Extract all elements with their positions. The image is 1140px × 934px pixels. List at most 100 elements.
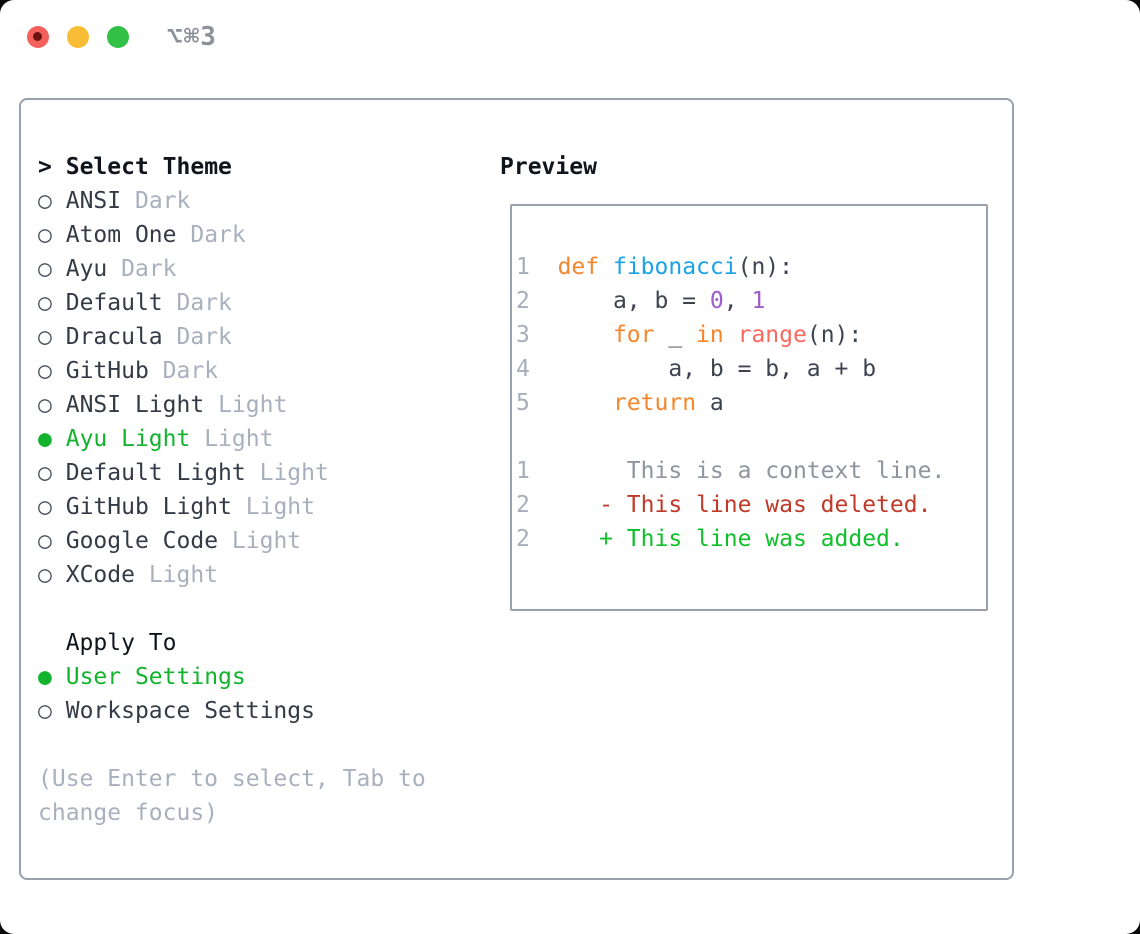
- theme-name: GitHub Light: [65, 494, 232, 520]
- apply-to-header: Apply To: [65, 630, 177, 656]
- apply-option-label: Workspace Settings: [65, 698, 315, 724]
- code-segment: 0: [709, 288, 724, 314]
- theme-option-dracula[interactable]: ○ Dracula Dark: [38, 320, 426, 354]
- zoom-button-icon[interactable]: [107, 26, 129, 48]
- radio-unselected-icon: ○: [38, 460, 52, 486]
- code-line: 2 - This line was deleted.: [516, 488, 986, 522]
- help-hint: (Use Enter to select, Tab to change focus…: [38, 762, 426, 830]
- line-number: 2: [516, 492, 530, 518]
- theme-variant: Dark: [134, 188, 191, 214]
- code-segment: This is a context line.: [529, 458, 946, 484]
- line-number: 1: [516, 458, 530, 484]
- theme-name: Default Light: [65, 460, 246, 486]
- theme-name: ANSI Light: [65, 392, 205, 418]
- theme-variant: Dark: [162, 358, 219, 384]
- focus-indicator-icon: >: [38, 154, 52, 180]
- theme-name: Ayu Light: [65, 426, 191, 452]
- code-line: 4 a, b = b, a + b: [516, 352, 986, 386]
- theme-variant: Dark: [190, 222, 246, 248]
- theme-variant: Light: [218, 392, 288, 418]
- code-segment: [724, 322, 738, 348]
- preview-header: Preview: [500, 154, 597, 180]
- select-theme-header-label: Select Theme: [65, 154, 232, 180]
- theme-option-atom-one[interactable]: ○ Atom One Dark: [38, 218, 426, 252]
- theme-selector-panel: > Select Theme ○ ANSI Dark○ Atom One Dar…: [19, 98, 1014, 880]
- code-line: 2 + This line was added.: [516, 522, 986, 556]
- code-line: 3 for _ in range(n):: [516, 318, 986, 352]
- theme-option-default[interactable]: ○ Default Dark: [38, 286, 426, 320]
- radio-unselected-icon: ○: [38, 698, 52, 724]
- line-number: 5: [516, 390, 530, 416]
- code-segment: 1: [751, 288, 766, 314]
- theme-name: Ayu: [65, 256, 108, 282]
- theme-list-column: > Select Theme ○ ANSI Dark○ Atom One Dar…: [38, 150, 426, 830]
- apply-option-user-settings[interactable]: ● User Settings: [38, 660, 426, 694]
- theme-option-default-light[interactable]: ○ Default Light Light: [38, 456, 426, 490]
- theme-option-github[interactable]: ○ GitHub Dark: [38, 354, 426, 388]
- line-number: 4: [516, 356, 530, 382]
- radio-selected-icon: ●: [38, 664, 52, 690]
- radio-selected-icon: ●: [38, 426, 52, 452]
- code-segment: + This line was added.: [529, 526, 904, 552]
- apply-option-workspace-settings[interactable]: ○ Workspace Settings: [38, 694, 426, 728]
- line-number: 3: [516, 322, 530, 348]
- code-line: 2 a, b = 0, 1: [516, 284, 986, 318]
- close-button-icon[interactable]: [27, 26, 49, 48]
- theme-variant: Light: [231, 528, 302, 554]
- code-segment: [530, 254, 558, 280]
- theme-variant: Dark: [121, 256, 177, 282]
- theme-variant: Light: [148, 562, 219, 588]
- line-number: 2: [516, 526, 530, 552]
- code-line-blank: [516, 420, 986, 454]
- code-segment: a: [696, 390, 724, 416]
- help-hint-line: (Use Enter to select, Tab to: [38, 766, 426, 792]
- radio-unselected-icon: ○: [38, 290, 52, 316]
- radio-unselected-icon: ○: [38, 494, 52, 520]
- theme-option-google-code[interactable]: ○ Google Code Light: [38, 524, 426, 558]
- theme-option-ansi-light[interactable]: ○ ANSI Light Light: [38, 388, 426, 422]
- code-segment: (n):: [737, 254, 793, 280]
- radio-unselected-icon: ○: [38, 324, 52, 350]
- code-segment: return: [612, 390, 697, 416]
- radio-unselected-icon: ○: [38, 358, 52, 384]
- minimize-button-icon[interactable]: [67, 26, 89, 48]
- code-segment: a, b = b, a + b: [529, 356, 877, 382]
- code-segment: in: [696, 322, 724, 348]
- radio-unselected-icon: ○: [38, 392, 52, 418]
- theme-name: Atom One: [65, 222, 177, 248]
- theme-variant: Light: [204, 426, 274, 452]
- theme-option-ayu[interactable]: ○ Ayu Dark: [38, 252, 426, 286]
- theme-list: ○ ANSI Dark○ Atom One Dark○ Ayu Dark○ De…: [38, 184, 426, 592]
- theme-variant: Light: [259, 460, 329, 486]
- code-segment: fibonacci: [612, 254, 738, 280]
- radio-unselected-icon: ○: [38, 528, 52, 554]
- radio-unselected-icon: ○: [38, 562, 52, 588]
- code-segment: range: [737, 322, 807, 348]
- code-segment: [530, 390, 613, 416]
- title-bar: ⌥⌘3: [0, 0, 1140, 74]
- code-line: 5 return a: [516, 386, 986, 420]
- code-segment: for: [612, 322, 655, 348]
- theme-option-ayu-light[interactable]: ● Ayu Light Light: [38, 422, 426, 456]
- theme-option-ansi[interactable]: ○ ANSI Dark: [38, 184, 426, 218]
- code-segment: - This line was deleted.: [529, 492, 932, 518]
- theme-option-github-light[interactable]: ○ GitHub Light Light: [38, 490, 426, 524]
- code-segment: a, b =: [529, 288, 710, 314]
- help-hint-line: change focus): [38, 800, 219, 826]
- theme-variant: Dark: [176, 290, 232, 316]
- theme-name: ANSI: [65, 188, 122, 214]
- theme-variant: Light: [245, 494, 315, 520]
- code-segment: [530, 322, 613, 348]
- code-segment: [599, 254, 613, 280]
- line-number: 1: [516, 254, 530, 280]
- select-theme-header: > Select Theme: [38, 150, 426, 184]
- radio-unselected-icon: ○: [38, 188, 52, 214]
- theme-name: Default: [65, 290, 163, 316]
- theme-name: XCode: [65, 562, 135, 588]
- line-number: 2: [516, 288, 530, 314]
- theme-option-xcode[interactable]: ○ XCode Light: [38, 558, 426, 592]
- code-segment: _: [654, 322, 697, 348]
- theme-variant: Dark: [176, 324, 232, 350]
